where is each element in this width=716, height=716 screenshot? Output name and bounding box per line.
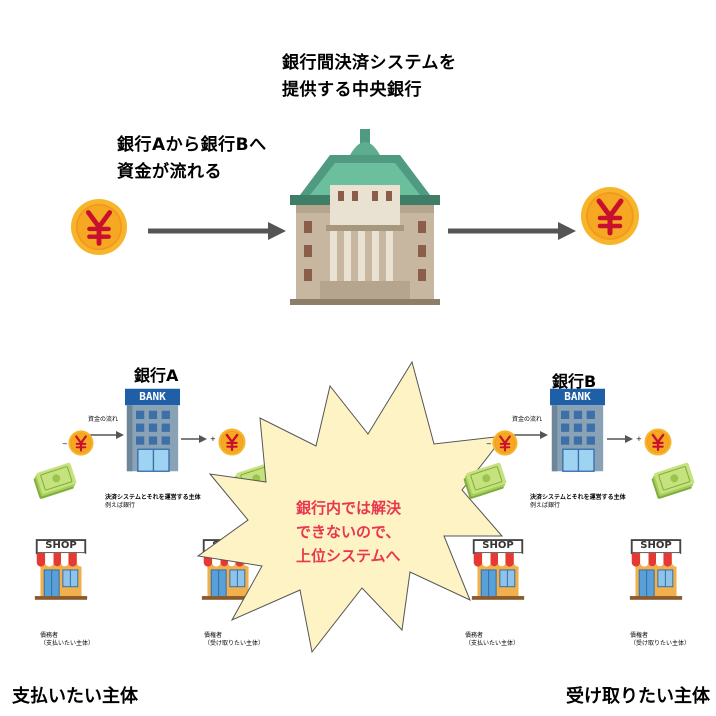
- debtor-a-label-line2: （支払いたい主体）: [40, 640, 95, 647]
- bank-a-flow-label: 資金の流れ: [88, 416, 119, 423]
- payer-label: 支払いたい主体: [12, 686, 138, 707]
- bank-b-right-yen-coin-icon: [644, 428, 672, 456]
- creditor-b-label: 債権者 （受け取りたい主体）: [630, 632, 690, 648]
- arrow-to-central-bank: [148, 222, 286, 240]
- bank-b-sign: BANK: [564, 390, 591, 403]
- creditor-b-label-line1: 債権者: [630, 632, 649, 639]
- flow-label: 銀行Aから銀行Bへ 資金が流れる: [117, 132, 267, 186]
- bank-b-minus: −: [486, 440, 492, 448]
- flow-label-line1: 銀行Aから銀行Bへ: [117, 135, 267, 155]
- bank-a-sign: BANK: [139, 390, 166, 403]
- bank-b-desc-line2: 例えば銀行: [530, 502, 561, 509]
- debtor-a-shop-sign: SHOP: [45, 540, 77, 551]
- debtor-b-label-line2: （支払いたい主体）: [465, 640, 520, 647]
- creditor-a-label-line2: （受け取りたい主体）: [204, 640, 265, 647]
- central-bank-building-icon: [290, 129, 440, 305]
- debtor-b-banknote-stack-icon: [462, 462, 508, 506]
- burst-message-line3: 上位システムへ: [296, 547, 401, 565]
- creditor-b-banknote-stack-icon: [650, 462, 696, 506]
- burst-message-line1: 銀行内では解決: [296, 499, 402, 517]
- bank-b-desc-line1: 決済システムとそれを運営する主体: [530, 494, 626, 501]
- debtor-a-label: 債務者 （支払いたい主体）: [40, 632, 94, 648]
- bank-b-out-arrow: [607, 435, 633, 443]
- arrow-from-central-bank: [448, 222, 576, 240]
- flow-label-line2: 資金が流れる: [117, 162, 222, 182]
- bank-a-description: 決済システムとそれを運営する主体 例えば銀行: [105, 494, 201, 510]
- bank-b-plus: +: [636, 435, 642, 443]
- bank-b-left-yen-coin-icon: [492, 430, 518, 456]
- bank-b-description: 決済システムとそれを運営する主体 例えば銀行: [530, 494, 626, 510]
- central-bank-label: 銀行間決済システムを 提供する中央銀行: [282, 50, 457, 104]
- bank-a-desc-line2: 例えば銀行: [105, 502, 136, 509]
- burst-message-line2: できないので、: [296, 523, 401, 541]
- debtor-b-label-line1: 債務者: [465, 632, 484, 639]
- bank-a-plus: +: [210, 435, 216, 443]
- burst-message: 銀行内では解決 できないので、 上位システムへ: [296, 496, 401, 568]
- debtor-b-shop-sign: SHOP: [482, 540, 514, 551]
- bank-a-out-arrow: [181, 435, 207, 443]
- bank-b-title: 銀行B: [552, 372, 597, 391]
- creditor-b-label-line2: （受け取りたい主体）: [630, 640, 691, 647]
- bank-b-flow-label: 資金の流れ: [512, 416, 543, 423]
- creditor-a-label-line1: 債権者: [204, 632, 223, 639]
- debtor-b-label: 債務者 （支払いたい主体）: [465, 632, 519, 648]
- payee-label: 受け取りたい主体: [566, 686, 710, 707]
- bank-a-title: 銀行A: [134, 366, 179, 385]
- creditor-b-shop-sign: SHOP: [640, 540, 672, 551]
- debtor-a-label-line1: 債務者: [40, 632, 59, 639]
- bank-a-minus: −: [62, 440, 68, 448]
- bank-a-desc-line1: 決済システムとそれを運営する主体: [105, 494, 201, 501]
- central-bank-label-line1: 銀行間決済システムを: [282, 53, 457, 73]
- central-bank-label-line2: 提供する中央銀行: [282, 80, 422, 100]
- creditor-a-label: 債権者 （受け取りたい主体）: [204, 632, 264, 648]
